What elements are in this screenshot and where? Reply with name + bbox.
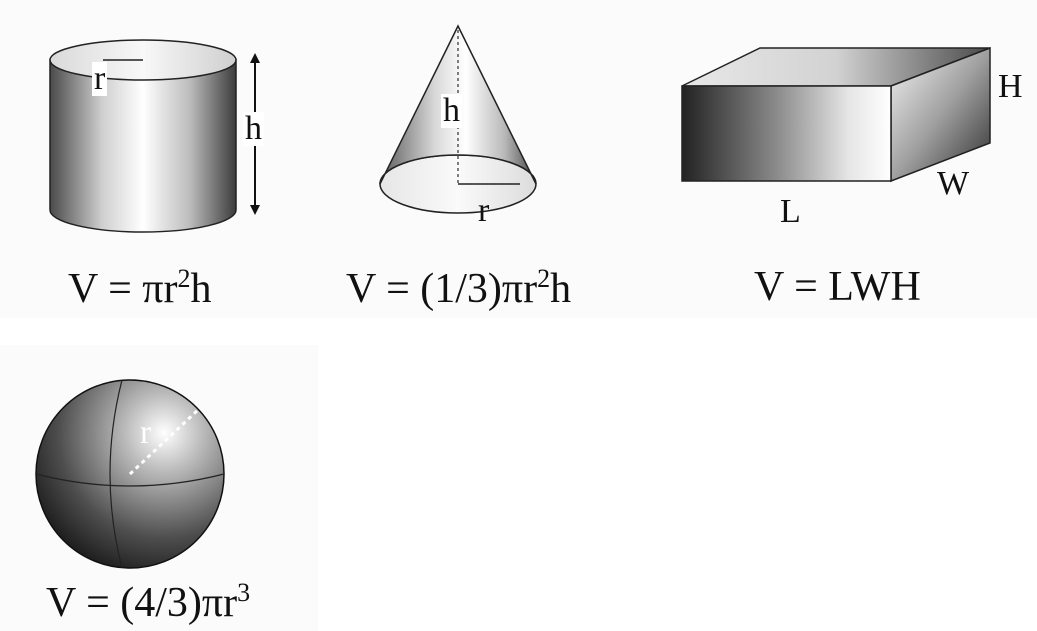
cylinder-formula-exponent: 2 bbox=[177, 264, 191, 293]
cylinder-height-label: h bbox=[243, 110, 264, 147]
box-formula: V = LWH bbox=[754, 264, 921, 310]
box-length-label: L bbox=[780, 193, 801, 230]
box-width-label: W bbox=[937, 165, 970, 202]
cylinder-formula-main: V = πr bbox=[68, 266, 178, 312]
box-height-label: H bbox=[998, 68, 1023, 105]
sphere-meridian bbox=[109, 379, 123, 569]
cylinder-radius-label: r bbox=[92, 60, 108, 97]
box-front-face bbox=[681, 85, 892, 182]
cone-formula-suffix: h bbox=[550, 266, 572, 312]
sphere-equator bbox=[35, 473, 225, 487]
cone-formula: V = (1/3)πr2h bbox=[346, 264, 572, 312]
cylinder-body bbox=[49, 59, 237, 233]
cylinder-formula-suffix: h bbox=[190, 266, 212, 312]
sphere-radius-line bbox=[128, 406, 202, 476]
cone-radius-label: r bbox=[478, 192, 490, 229]
cylinder-formula: V = πr2h bbox=[68, 264, 212, 312]
cone-height-label: h bbox=[441, 92, 462, 129]
cone-formula-main: V = (1/3)πr bbox=[346, 266, 538, 312]
sphere-formula-exponent: 3 bbox=[237, 578, 251, 607]
sphere-formula-main: V = (4/3)πr bbox=[46, 580, 238, 626]
cone-formula-exponent: 2 bbox=[537, 264, 551, 293]
sphere-formula: V = (4/3)πr3 bbox=[46, 578, 251, 626]
sphere-radius-label: r bbox=[140, 414, 152, 451]
